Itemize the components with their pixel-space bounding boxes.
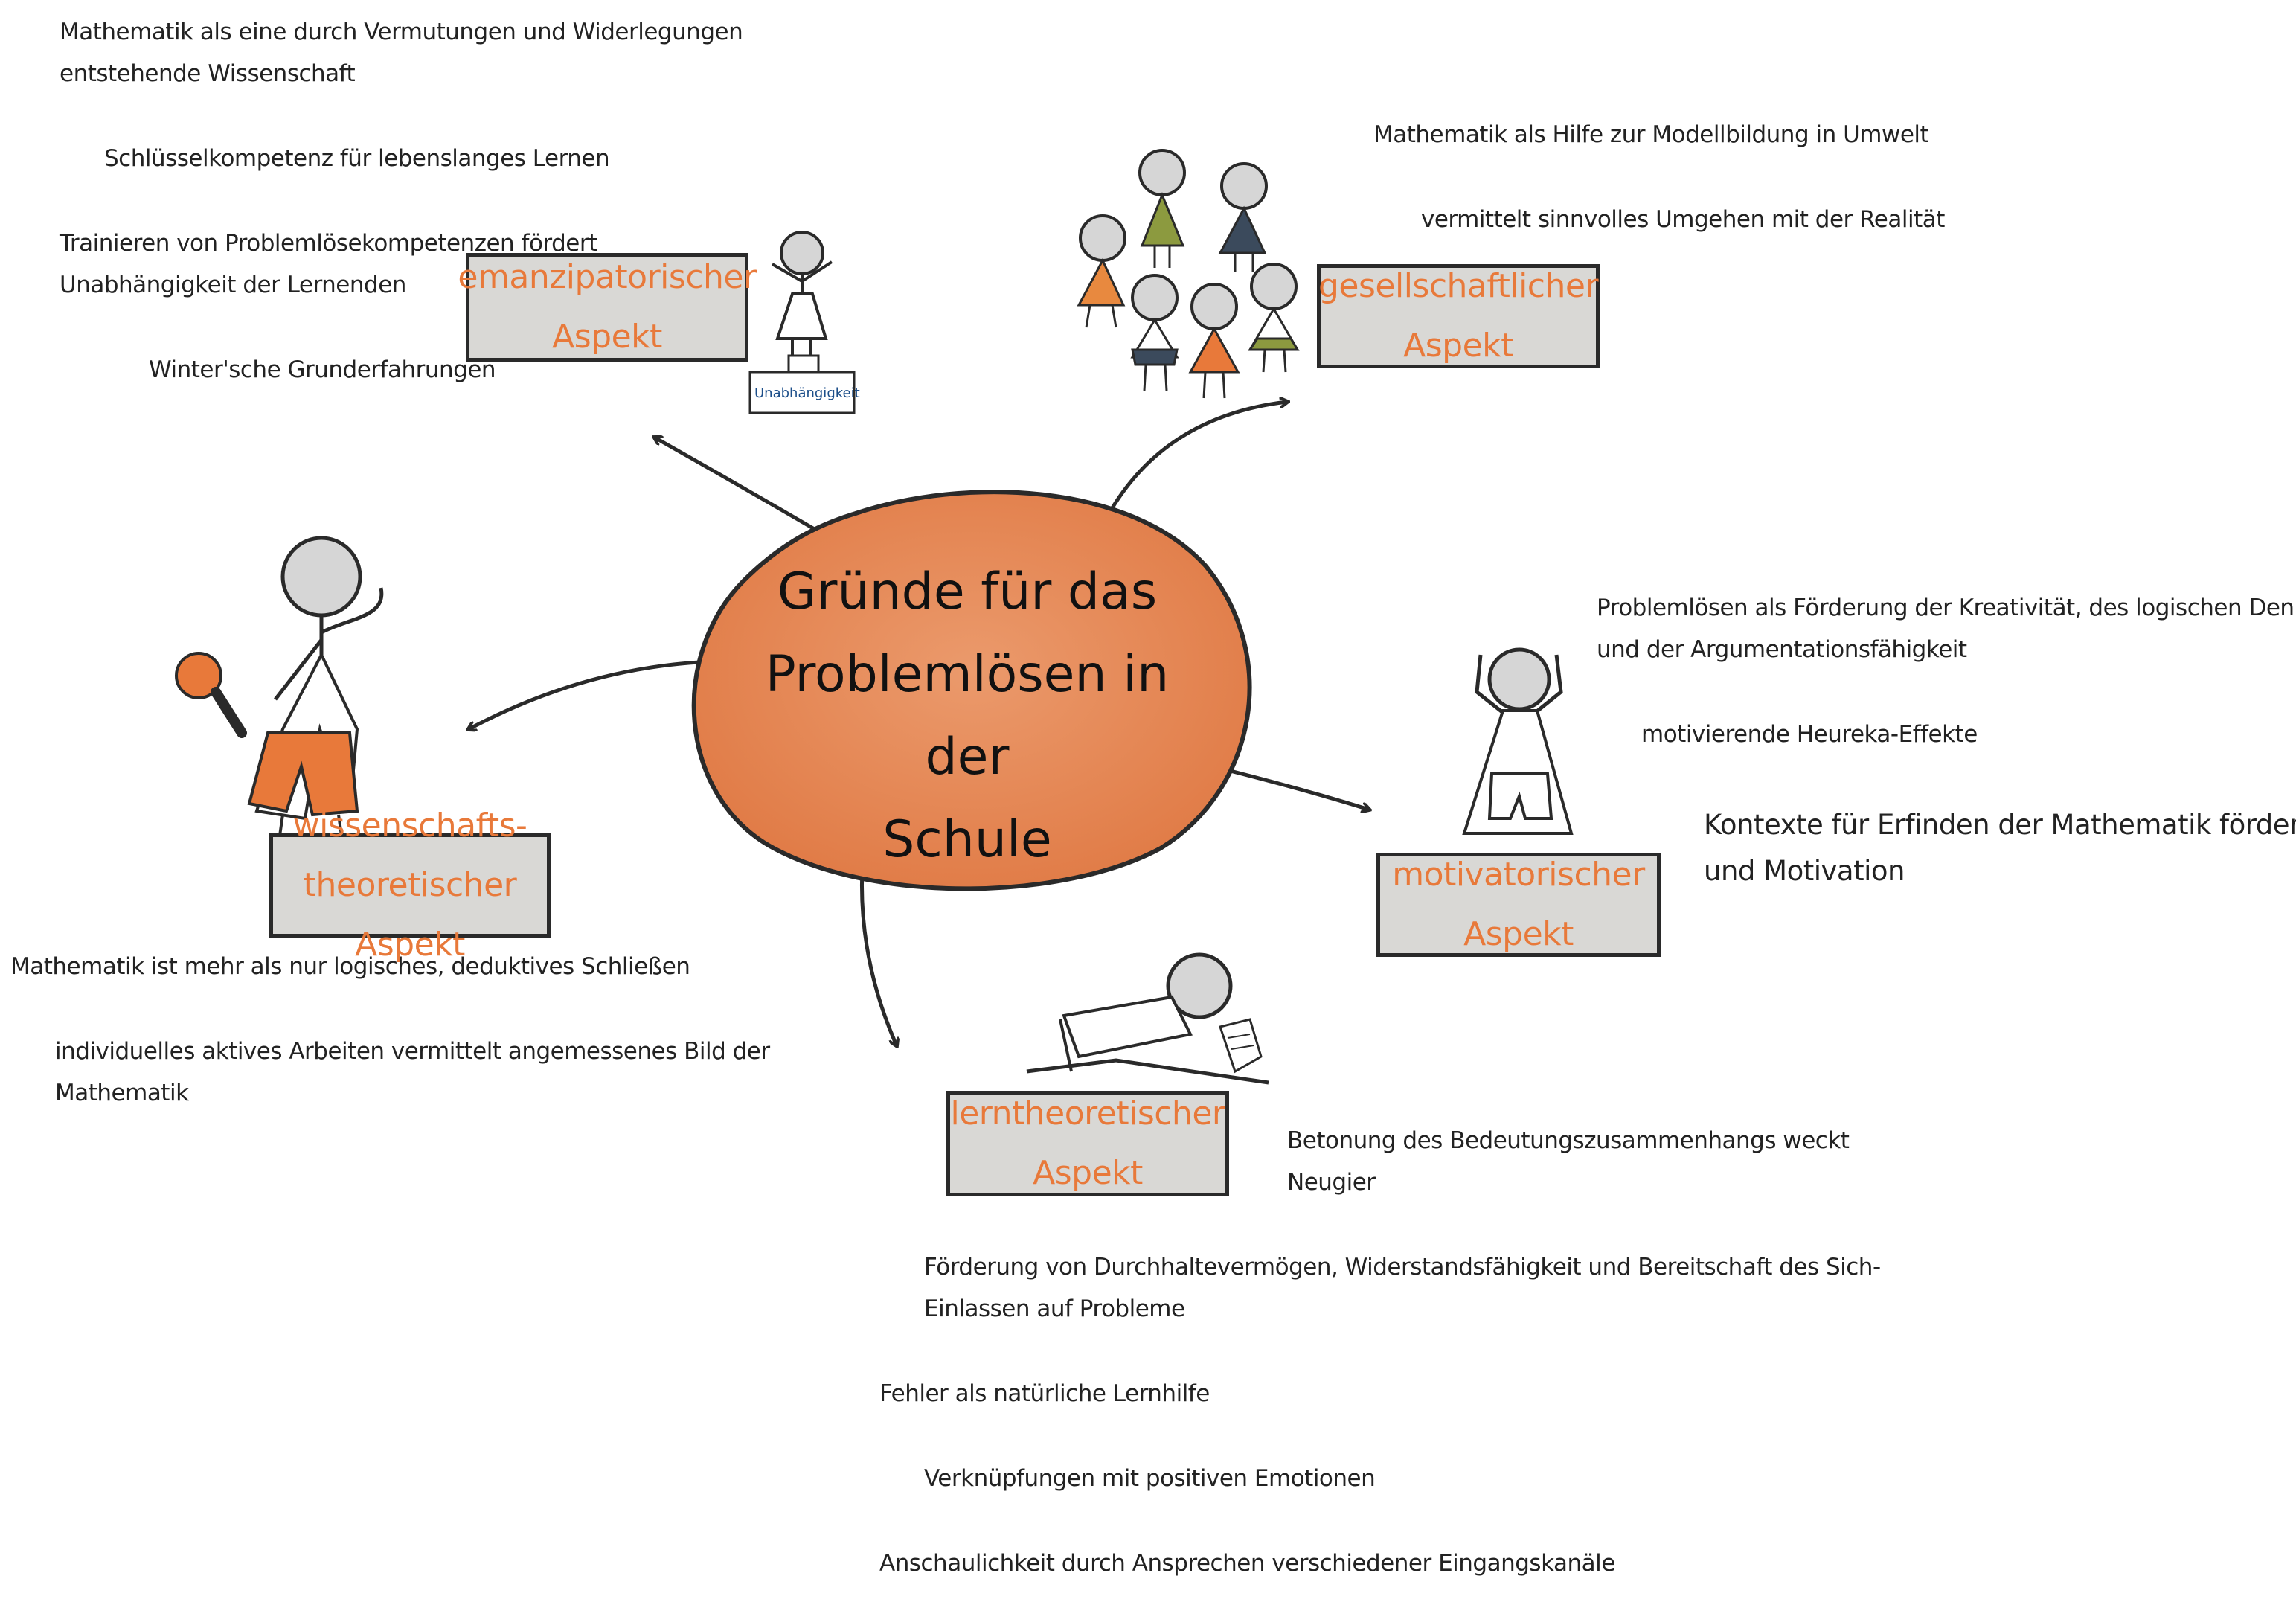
note-lerntheoretisch-2b: Einlassen auf Probleme [924,1287,1185,1330]
podium-label: Unabhängigkeit [754,385,860,401]
note-motivatorisch-3b: und Motivation [1704,848,1905,894]
aspect-label-motivatorisch: motivatorischer Aspekt [1392,845,1644,964]
aspect-box-wissenschaftstheoretisch: wissenschafts- theoretischer Aspekt [269,833,551,938]
central-topic-title: Gründe für das Problemlösen in der Schul… [737,551,1198,881]
aspect-label-lerntheoretisch: lerntheoretischer Aspekt [951,1084,1225,1203]
note-wissenschaftstheoretisch-1: Mathematik ist mehr als nur logisches, d… [10,945,690,988]
aspect-label-emanzipatorisch: emanzipatorischer Aspekt [458,248,756,367]
note-emanzipatorisch-4: Winter'sche Grunderfahrungen [149,348,496,391]
note-motivatorisch-1b: und der Argumentationsfähigkeit [1597,628,1967,671]
arrow-to-gesellschaftlich [1105,402,1287,521]
note-lerntheoretisch-4: Verknüpfungen mit positiven Emotionen [924,1457,1375,1500]
note-wissenschaftstheoretisch-2b: Mathematik [55,1071,189,1115]
note-emanzipatorisch-2: Schlüsselkompetenz für lebenslanges Lern… [104,137,609,180]
aspect-box-motivatorisch: motivatorischer Aspekt [1376,853,1661,957]
group-of-people-icon [1079,150,1298,398]
note-motivatorisch-2: motivierende Heureka-Effekte [1641,713,1978,756]
note-wissenschaftstheoretisch-2a: individuelles aktives Arbeiten vermittel… [55,1030,770,1073]
arrow-to-wissenschaftstheoretisch [469,662,699,729]
note-emanzipatorisch-1a: Mathematik als eine durch Vermutungen un… [60,10,743,54]
note-emanzipatorisch-3b: Unabhängigkeit der Lernenden [60,263,406,307]
note-lerntheoretisch-3: Fehler als natürliche Lernhilfe [879,1372,1210,1415]
aspect-box-lerntheoretisch: lerntheoretischer Aspekt [946,1091,1229,1196]
note-emanzipatorisch-3a: Trainieren von Problemlösekompetenzen fö… [60,222,597,265]
note-lerntheoretisch-2a: Förderung von Durchhaltevermögen, Widers… [924,1246,1881,1289]
note-lerntheoretisch-1b: Neugier [1287,1161,1376,1204]
note-motivatorisch-1a: Problemlösen als Förderung der Kreativit… [1597,586,2296,629]
note-gesellschaftlich-1: Mathematik als Hilfe zur Modellbildung i… [1373,113,1928,156]
reading-figure-icon [1027,955,1269,1083]
aspect-box-gesellschaftlich: gesellschaftlicher Aspekt [1317,264,1600,368]
researcher-with-magnifier-icon [176,538,382,841]
aspect-label-gesellschaftlich: gesellschaftlicher Aspekt [1318,257,1598,376]
note-motivatorisch-3a: Kontexte für Erfinden der Mathematik för… [1704,802,2296,848]
note-lerntheoretisch-5: Anschaulichkeit durch Ansprechen verschi… [879,1542,1615,1585]
cheering-figure-icon [1464,650,1571,833]
note-gesellschaftlich-2: vermittelt sinnvolles Umgehen mit der Re… [1421,198,1945,241]
arrow-to-emanzipatorisch [655,438,826,536]
arrow-to-motivatorisch [1213,766,1369,810]
note-lerntheoretisch-1a: Betonung des Bedeutungszusammenhangs wec… [1287,1119,1849,1162]
note-emanzipatorisch-1b: entstehende Wissenschaft [60,52,355,95]
aspect-box-emanzipatorisch: emanzipatorischer Aspekt [466,253,748,362]
